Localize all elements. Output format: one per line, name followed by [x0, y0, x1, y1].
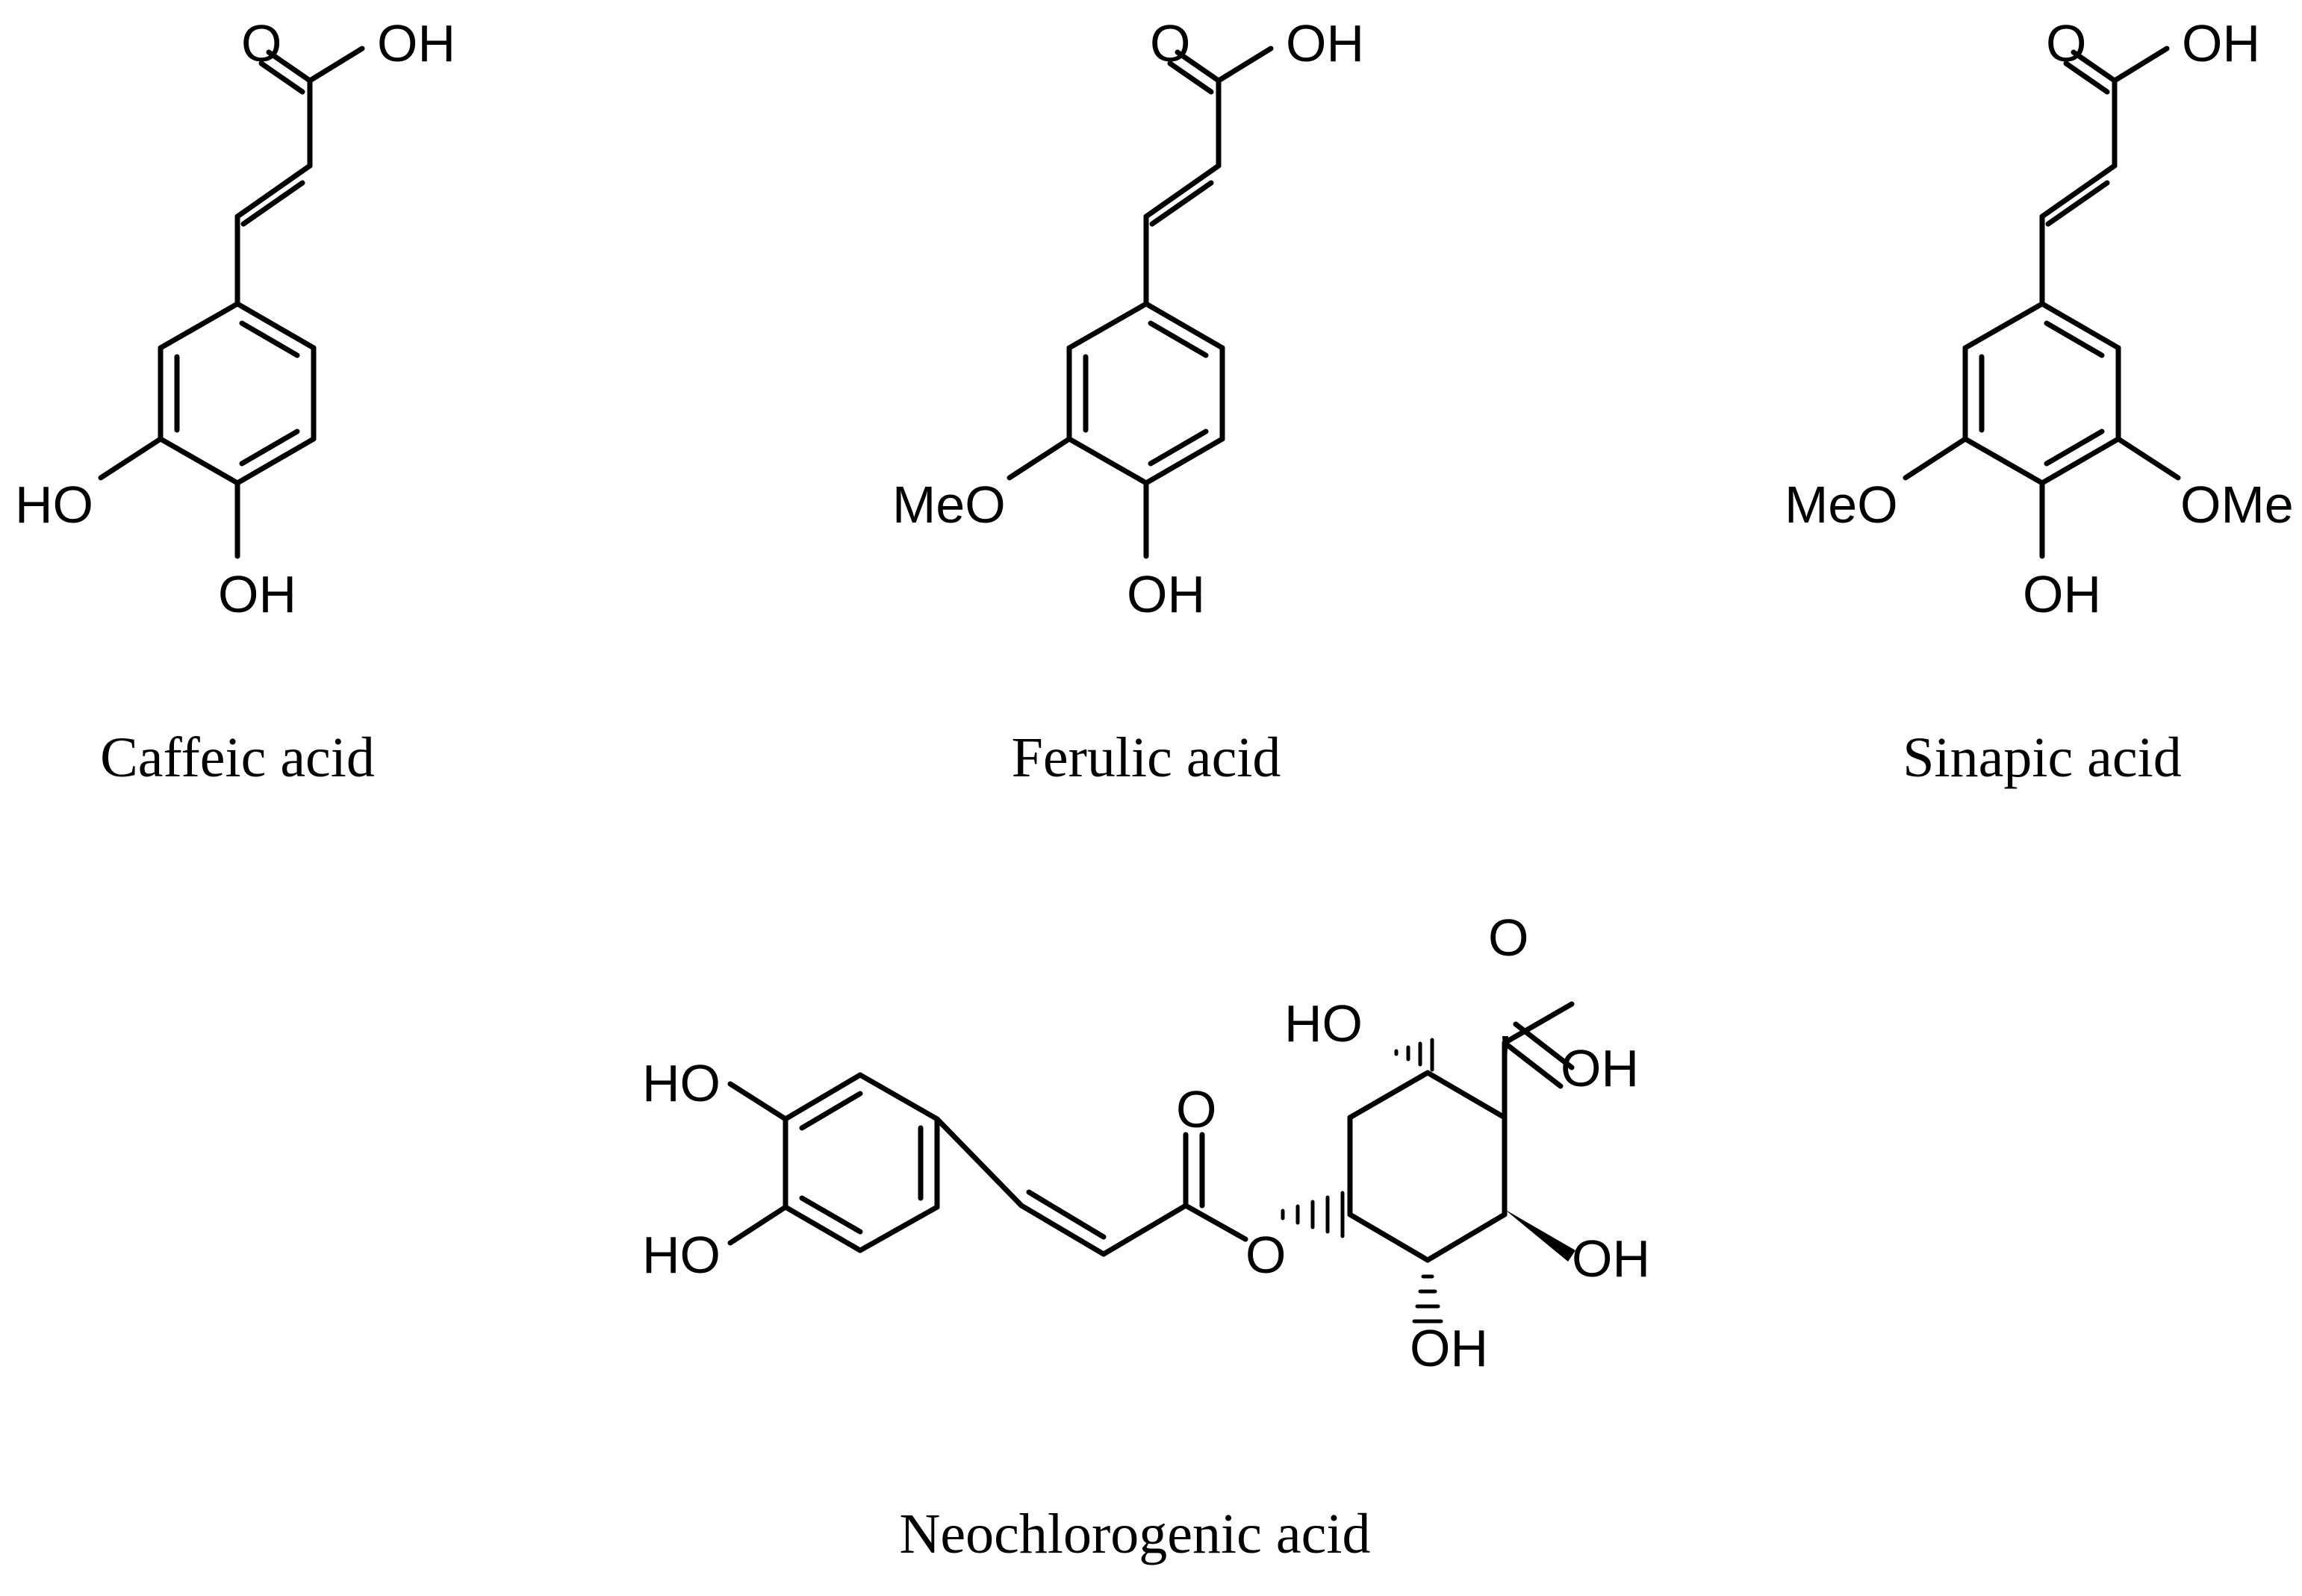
neochlorogenic-c1-ho: HO: [1284, 994, 1363, 1053]
structure-caffeic-acid: O OH HO OH Caffeic acid: [15, 14, 455, 789]
neochlorogenic-acid-carbonyl-o: O: [1488, 908, 1528, 967]
neochlorogenic-stereo-bonds: [1281, 1036, 1575, 1324]
caffeic-bonds: [98, 46, 365, 559]
ferulic-acid-name: Ferulic acid: [1012, 726, 1281, 789]
hashed-bond-c1-ho: [1394, 1038, 1434, 1072]
neochlorogenic-ho-catechol-4: HO: [642, 1226, 721, 1284]
caffeic-carbonyl-o: O: [241, 14, 281, 72]
caffeic-acid-name: Caffeic acid: [100, 726, 375, 789]
neochlorogenic-bonds: [727, 1001, 1575, 1263]
structure-neochlorogenic-acid: HO HO O O O HO OH OH OH Neochlorogenic a…: [642, 908, 1650, 1565]
ferulic-meo-3: MeO: [892, 476, 1006, 534]
hashed-bond-c4-oh: [1412, 1274, 1443, 1324]
sinapic-acid-name: Sinapic acid: [1903, 726, 2182, 789]
ferulic-bonds: [1007, 46, 1274, 559]
sinapic-oh-4: OH: [2023, 565, 2101, 623]
caffeic-oh-4: OH: [218, 565, 296, 623]
sinapic-meo-3: MeO: [1785, 476, 1898, 534]
hashed-bond-c5-ester-o: [1281, 1191, 1345, 1238]
structure-ferulic-acid: O OH MeO OH Ferulic acid: [892, 14, 1364, 789]
structure-sinapic-acid: O OH MeO OMe OH Sinapic acid: [1785, 14, 2294, 789]
caffeic-carboxyl-oh: OH: [377, 14, 455, 72]
wedge-bond-c3-oh: [1505, 1209, 1575, 1262]
ferulic-oh-4: OH: [1127, 565, 1205, 623]
neochlorogenic-ho-catechol-3: HO: [642, 1054, 721, 1112]
ferulic-carboxyl-oh: OH: [1286, 14, 1364, 72]
neochlorogenic-c4-oh: OH: [1410, 1319, 1488, 1377]
sinapic-carbonyl-o: O: [2046, 14, 2086, 72]
neochlorogenic-acid-oh: OH: [1561, 1039, 1639, 1097]
ferulic-carbonyl-o: O: [1150, 14, 1190, 72]
neochlorogenic-c3-oh: OH: [1572, 1229, 1650, 1288]
sinapic-bonds: [1903, 46, 2181, 559]
neochlorogenic-ester-carbonyl-o: O: [1176, 1080, 1216, 1138]
neochlorogenic-acid-name: Neochlorogenic acid: [900, 1503, 1371, 1565]
sinapic-ome-5: OMe: [2180, 476, 2294, 534]
neochlorogenic-ester-o: O: [1245, 1226, 1286, 1284]
sinapic-carboxyl-oh: OH: [2182, 14, 2260, 72]
hashed-bond-c1-oh: [1502, 1036, 1508, 1060]
caffeic-ho-3: HO: [15, 476, 93, 534]
